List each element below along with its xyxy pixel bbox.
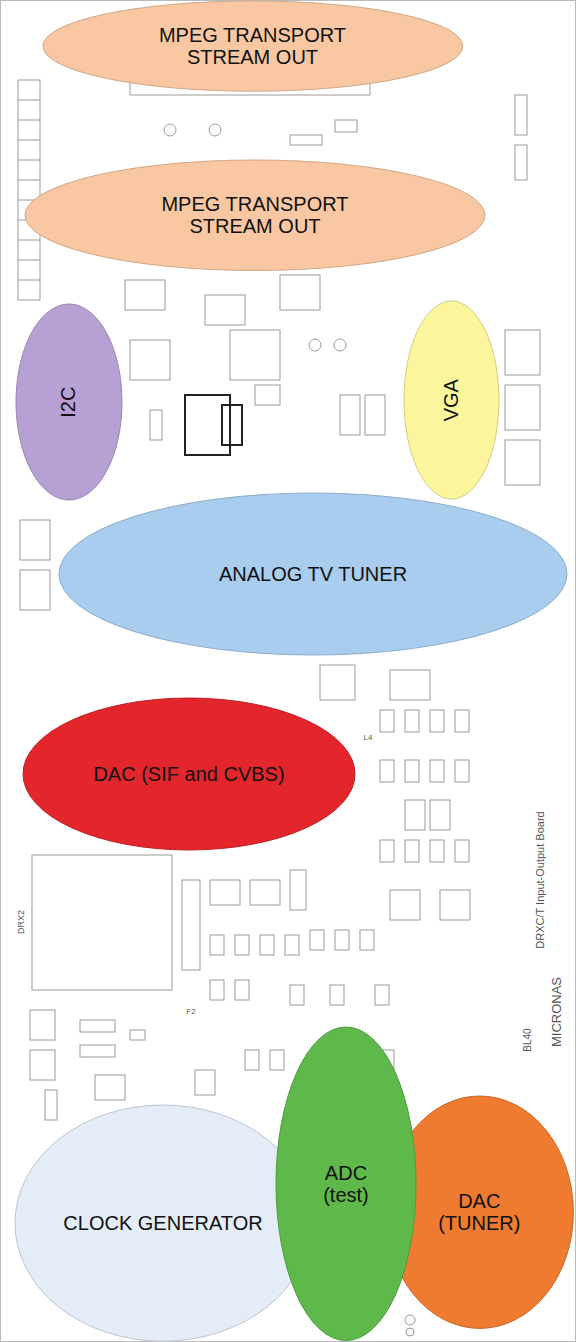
text-holder: ANALOG TV TUNER xyxy=(58,492,568,656)
text-holder: ADC (test) xyxy=(275,1026,417,1342)
region-label: MPEG TRANSPORT STREAM OUT xyxy=(130,193,380,238)
ellipse-outline xyxy=(386,1096,573,1328)
region-label: ANALOG TV TUNER xyxy=(163,563,463,585)
ellipse-outline xyxy=(16,304,122,500)
region-ellipse: MPEG TRANSPORT STREAM OUT xyxy=(42,0,464,92)
region-ellipse: DAC (SIF and CVBS) xyxy=(22,697,356,851)
text-holder: MPEG TRANSPORT STREAM OUT xyxy=(42,0,464,92)
region-label: CLOCK GENERATOR xyxy=(63,1212,263,1234)
ellipse-outline xyxy=(404,301,499,499)
ellipse-outline xyxy=(43,1,463,91)
region-ellipse: VGA xyxy=(403,300,500,500)
ellipse-outline xyxy=(59,493,567,655)
region-ellipse: MPEG TRANSPORT STREAM OUT xyxy=(24,159,486,271)
region-label: I2C xyxy=(58,386,80,417)
region-label: MPEG TRANSPORT STREAM OUT xyxy=(157,24,347,69)
region-label: DAC (TUNER) xyxy=(419,1190,539,1235)
silkscreen-text: DRX2 xyxy=(17,908,27,936)
silkscreen-text: DRXC/T Input-Output Board xyxy=(534,809,546,950)
text-holder: VGA xyxy=(403,300,500,500)
silkscreen-text: F2 xyxy=(184,1008,197,1017)
region-label: VGA xyxy=(440,379,462,421)
silkscreen-text: MICRONAS xyxy=(550,975,564,1049)
region-ellipse: ADC (test) xyxy=(275,1026,417,1342)
text-holder: I2C xyxy=(15,303,123,501)
ellipse-outline xyxy=(25,160,485,270)
ellipse-outline xyxy=(276,1027,416,1341)
text-holder: CLOCK GENERATOR xyxy=(14,1104,312,1342)
region-label: DAC (SIF and CVBS) xyxy=(79,763,299,785)
text-holder: MPEG TRANSPORT STREAM OUT xyxy=(24,159,486,271)
region-ellipse: CLOCK GENERATOR xyxy=(14,1104,312,1342)
silkscreen-text: BL40 xyxy=(522,1026,533,1053)
region-ellipse: ANALOG TV TUNER xyxy=(58,492,568,656)
ellipse-outline xyxy=(15,1105,311,1341)
text-holder: DAC (SIF and CVBS) xyxy=(22,697,356,851)
ellipse-outline xyxy=(23,698,355,850)
region-label: ADC (test) xyxy=(301,1162,391,1207)
region-ellipse: I2C xyxy=(15,303,123,501)
silkscreen-text: L4 xyxy=(362,734,375,743)
